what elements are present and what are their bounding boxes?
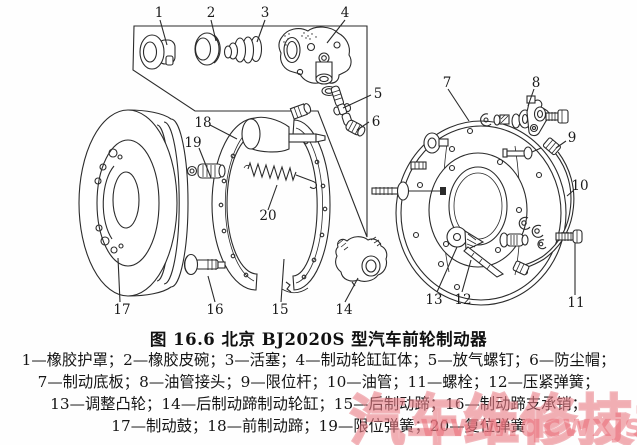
label-3: 3: [261, 5, 270, 21]
label-8: 8: [532, 75, 541, 91]
label-16: 16: [206, 302, 223, 318]
shoe-top-cylinder: [241, 103, 326, 153]
rear-shoe-wheel-cylinder: [335, 236, 388, 287]
limit-rod: [502, 146, 542, 160]
anchor-bolt: [371, 181, 446, 201]
label-12: 12: [454, 292, 471, 308]
figure-caption: 图 16.6 北京 BJ2020S 型汽车前轮制动器: [149, 330, 488, 349]
label-10: 10: [571, 178, 588, 194]
label-2: 2: [207, 5, 216, 21]
oil-pipe-fitting: [511, 95, 569, 137]
dust-cap: [345, 119, 366, 137]
label-5: 5: [374, 86, 383, 102]
bolt: [555, 229, 583, 244]
label-1: 1: [155, 5, 164, 21]
label-14: 14: [335, 302, 352, 318]
label-7: 7: [443, 75, 452, 91]
retaining-clips: [518, 216, 547, 250]
label-20: 20: [259, 208, 276, 224]
rear-brake-shoe: [281, 119, 331, 294]
leader-lines: [117, 19, 576, 303]
shoe-support-pin: [183, 253, 226, 276]
backing-plate: [371, 113, 567, 306]
label-6: 6: [372, 114, 381, 130]
piston: [223, 35, 263, 64]
adjusting-cam: [446, 226, 505, 278]
brake-exploded-diagram: 1 2 3 4 5 6 7 8 9 10 11 12 13 14 15 16 1…: [78, 5, 589, 318]
label-19: 19: [184, 135, 201, 151]
label-11: 11: [567, 295, 584, 311]
hose-fitting: [499, 232, 529, 248]
part-number-labels: 1 2 3 4 5 6 7 8 9 10 11 12 13 14 15 16 1…: [113, 5, 588, 318]
wheel-cylinder-body: [278, 26, 352, 97]
label-17: 17: [113, 302, 130, 318]
label-15: 15: [271, 302, 288, 318]
rubber-cup: [194, 32, 221, 66]
label-13: 13: [425, 292, 442, 308]
limit-spring: [186, 163, 226, 179]
legend-line-4: 17—制动鼓；18—前制动蹄；19—限位弹簧；20—复位弹簧: [111, 417, 526, 435]
rubber-boot: [139, 34, 176, 70]
label-9: 9: [568, 130, 577, 146]
figure-legend: 1—橡胶护罩；2—橡胶皮碗；3—活塞；4—制动轮缸缸体；5—放气螺钉；6—防尘帽…: [0, 349, 637, 437]
legend-line-1: 1—橡胶护罩；2—橡胶皮碗；3—活塞；4—制动轮缸缸体；5—放气螺钉；6—防尘帽…: [21, 351, 616, 369]
stipple-dots: [283, 32, 317, 46]
legend-line-2: 7—制动底板；8—油管接头；9—限位杆；10—油管；11—螺栓；12—压紧弹簧；: [37, 373, 600, 391]
brake-drum: [78, 109, 189, 297]
label-18: 18: [194, 115, 211, 131]
legend-line-3: 13—调整凸轮；14—后制动蹄制动轮缸；15—后制动蹄；16—制动蹄支承销；: [50, 395, 587, 413]
return-spring: [243, 161, 318, 190]
label-4: 4: [341, 5, 350, 21]
